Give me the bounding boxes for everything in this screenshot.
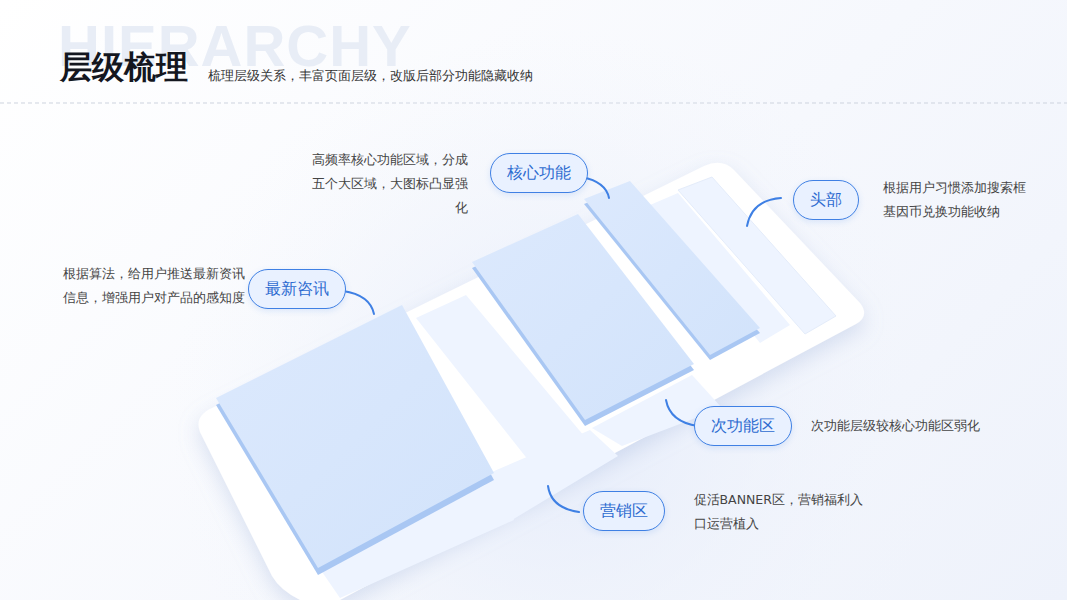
label-pill: 头部根据用户习惯添加搜索框基因币兑换功能收纳 (793, 180, 859, 220)
description-text: 高频率核心功能区域，分成五个大区域，大图标凸显强化 (300, 148, 468, 220)
description-text: 次功能层级较核心功能区弱化 (811, 414, 1011, 438)
description-text: 促活BANNER区，营销福利入口运营植入 (694, 488, 872, 536)
pill-text: 最新咨讯 (265, 279, 329, 300)
pill-text: 头部 (810, 190, 842, 211)
label-pill: 营销区促活BANNER区，营销福利入口运营植入 (583, 491, 665, 531)
label-pill: 次功能区次功能层级较核心功能区弱化 (694, 406, 792, 446)
pill-text: 核心功能 (507, 163, 571, 184)
pill-text: 营销区 (600, 501, 648, 522)
page-title: 层级梳理 (60, 46, 188, 90)
pill-text: 次功能区 (711, 416, 775, 437)
description-text: 根据算法，给用户推送最新资讯信息，增强用户对产品的感知度 (63, 262, 245, 310)
label-pill: 最新咨讯根据算法，给用户推送最新资讯信息，增强用户对产品的感知度 (248, 269, 346, 309)
page-subtitle: 梳理层级关系，丰富页面层级，改版后部分功能隐藏收纳 (208, 67, 533, 85)
description-text: 根据用户习惯添加搜索框基因币兑换功能收纳 (883, 176, 1033, 224)
label-pill: 核心功能高频率核心功能区域，分成五个大区域，大图标凸显强化 (490, 153, 588, 193)
